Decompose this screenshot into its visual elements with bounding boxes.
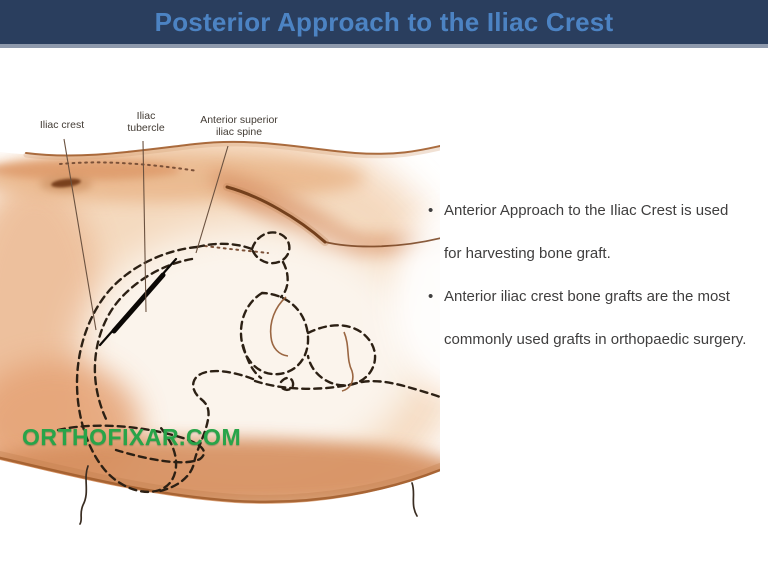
label-iliac-crest-text: Iliac crest [39, 119, 85, 131]
bullet-list: • Anterior Approach to the Iliac Crest i… [428, 189, 760, 361]
anatomy-figure: Iliac crest Iliac tubercle Anterior supe… [0, 100, 440, 540]
bullet-icon: • [428, 202, 434, 219]
skin-shading [0, 115, 440, 540]
title-bar: Posterior Approach to the Iliac Crest [0, 0, 768, 48]
page-title: Posterior Approach to the Iliac Crest [154, 6, 614, 37]
bullet-icon: • [428, 288, 434, 305]
label-iliac-tubercle-line1: Iliac [136, 110, 156, 122]
label-asis-line2: iliac spine [215, 126, 263, 138]
dimple-mark [40, 176, 92, 192]
incision-line [98, 257, 178, 347]
label-iliac-tubercle-line2: tubercle [127, 122, 165, 134]
dotted-lines [59, 161, 269, 254]
bullet-item: • Anterior Approach to the Iliac Crest i… [428, 189, 760, 275]
label-iliac-tubercle: Iliac tubercle [104, 110, 188, 134]
muscle-detail-lines [269, 296, 354, 392]
watermark-text: ORTHOFIXAR.COM [22, 424, 242, 450]
bullet-text: Anterior iliac crest bone grafts are the… [444, 288, 747, 348]
bone-outline-dashes [56, 231, 440, 494]
label-iliac-crest: Iliac crest [18, 119, 106, 131]
label-leader-lines [63, 138, 229, 331]
bullet-text: Anterior Approach to the Iliac Crest is … [444, 202, 729, 262]
label-anterior-superior-iliac-spine: Anterior superior iliac spine [180, 114, 298, 138]
anatomy-illustration [0, 100, 440, 540]
bullet-item: • Anterior iliac crest bone grafts are t… [428, 275, 760, 361]
body-contours [0, 140, 440, 504]
label-asis-line1: Anterior superior [200, 114, 278, 126]
background-masks [0, 100, 440, 540]
hair-strokes [79, 465, 418, 525]
